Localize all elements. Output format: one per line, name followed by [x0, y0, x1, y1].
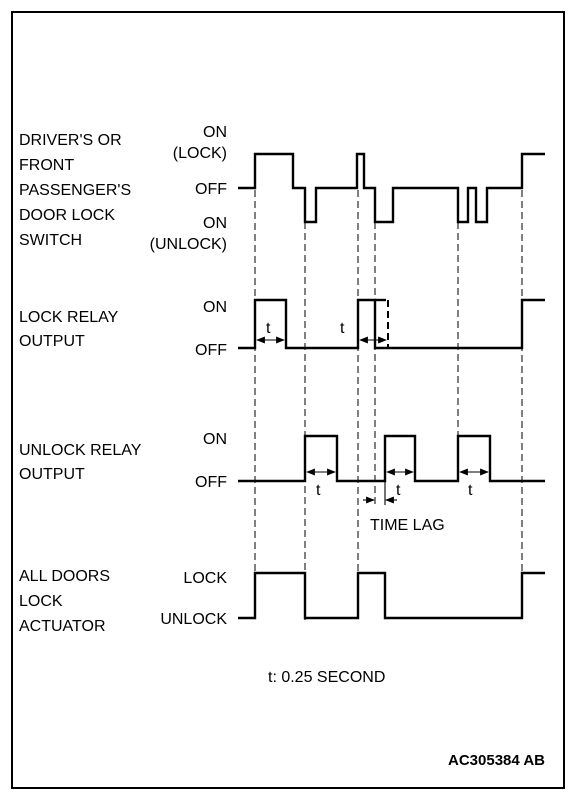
- t-label: t: [266, 320, 271, 337]
- unlock-relay-waveform: [238, 434, 545, 483]
- actuator-state-labels: LOCK UNLOCK: [160, 570, 227, 628]
- state-label-unlock: (UNLOCK): [150, 236, 227, 253]
- switch-waveform: [238, 152, 545, 224]
- label-line: LOCK: [19, 593, 63, 610]
- time-lag-annotation: TIME LAG: [363, 481, 445, 534]
- label-line: OUTPUT: [19, 466, 85, 483]
- label-line: UNLOCK RELAY: [19, 442, 142, 459]
- label-line: SWITCH: [19, 232, 82, 249]
- t-label: t: [316, 482, 321, 499]
- lock-relay-signal-label: LOCK RELAY OUTPUT: [19, 309, 119, 350]
- label-line: FRONT: [19, 157, 74, 174]
- label-line: DRIVER'S OR: [19, 132, 122, 149]
- actuator-waveform: [238, 571, 545, 620]
- t-label: t: [340, 320, 345, 337]
- figure-code: AC305384 AB: [448, 752, 545, 769]
- lock-relay-state-labels: ON OFF: [195, 299, 227, 359]
- state-label-off: OFF: [195, 181, 227, 198]
- unlock-relay-signal-label: UNLOCK RELAY OUTPUT: [19, 442, 142, 483]
- unlock-relay-state-labels: ON OFF: [195, 431, 227, 491]
- state-label-on-unlock: ON: [203, 215, 227, 232]
- t-label: t: [468, 482, 473, 499]
- duration-legend: t: 0.25 SECOND: [268, 669, 385, 686]
- state-label-lock: (LOCK): [173, 145, 227, 162]
- label-line: OUTPUT: [19, 333, 85, 350]
- guide-lines: [254, 190, 523, 620]
- label-line: LOCK RELAY: [19, 309, 119, 326]
- time-lag-label: TIME LAG: [370, 517, 445, 534]
- label-line: ACTUATOR: [19, 618, 106, 635]
- state-label-off: OFF: [195, 342, 227, 359]
- label-line: PASSENGER'S: [19, 182, 131, 199]
- label-line: ALL DOORS: [19, 568, 110, 585]
- actuator-signal-label: ALL DOORS LOCK ACTUATOR: [19, 568, 110, 635]
- t-dimensions: t t t t t: [256, 320, 489, 499]
- state-label-off: OFF: [195, 474, 227, 491]
- t-label: t: [396, 482, 401, 499]
- state-label-unlock: UNLOCK: [160, 611, 227, 628]
- state-label-lock: LOCK: [183, 570, 227, 587]
- switch-signal-label: DRIVER'S OR FRONT PASSENGER'S DOOR LOCK …: [19, 132, 131, 249]
- label-line: DOOR LOCK: [19, 207, 115, 224]
- diagram-frame: [11, 11, 565, 789]
- state-label-on-lock: ON: [203, 124, 227, 141]
- lock-relay-waveform: [238, 298, 545, 350]
- state-label-on: ON: [203, 431, 227, 448]
- state-label-on: ON: [203, 299, 227, 316]
- switch-state-labels: ON (LOCK) OFF ON (UNLOCK): [150, 124, 228, 253]
